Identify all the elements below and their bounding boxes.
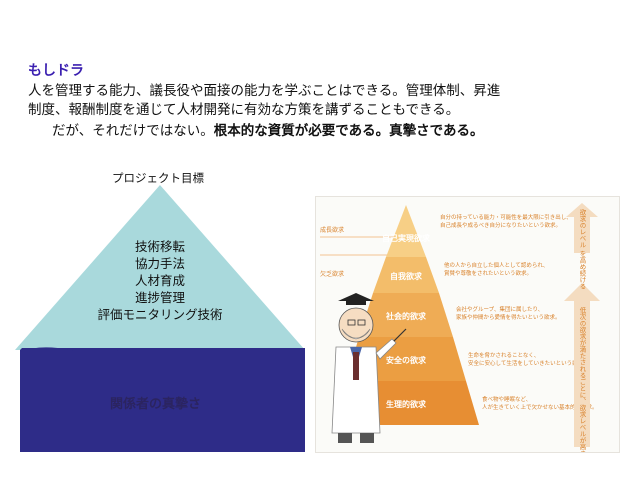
maslow-hierarchy-image: 成長欲求 欠乏欲求 自己実現欲求 自我欲求 社会的欲求 安全の欲求 生理的欲求 … (315, 196, 620, 453)
growth-need-label: 成長欲求 (320, 226, 344, 234)
level-name: 安全の欲求 (386, 355, 427, 365)
project-pyramid-diagram (15, 185, 305, 452)
professor-illustration (331, 293, 407, 443)
paragraph-line-3-normal: だが、それだけではない。 (52, 123, 214, 139)
skill-item: 評価モニタリング技術 (97, 307, 223, 322)
level-name: 社会的欲求 (385, 311, 427, 321)
up-arrow-bottom (564, 283, 600, 447)
paragraph-line-3-bold: 根本的な資質が必要である。真摯さである。 (213, 123, 484, 139)
level-desc: 安全に安心して生活をしていきたいという欲求。 (468, 359, 589, 367)
level-desc: 生命を脅かされることなく、 (468, 351, 539, 359)
skill-item: 技術移転 (134, 239, 185, 254)
paragraph-line-2: 制度、報酬制度を通じて人材開発に有効な方策を講ずることもできる。 (28, 102, 460, 118)
skills-list: 技術移転 協力手法 人材育成 進捗管理 評価モニタリング技術 (80, 238, 240, 323)
level-desc: 会社やグループ、集団に属したり、 (456, 305, 543, 313)
skill-item: 進捗管理 (134, 290, 185, 305)
foundation-label: 関係者の真摯さ (110, 397, 202, 412)
up-arrow-top (566, 203, 598, 253)
level-self-actualization (386, 205, 426, 257)
level-desc: 自分の持っている能力・可能性を最大限に引き出し、 (440, 213, 572, 221)
slide-title: もしドラ (28, 63, 84, 79)
level-name: 生理的欲求 (386, 399, 427, 409)
level-desc: 他の人から自立した個人として認められ、 (444, 261, 548, 269)
skill-item: 協力手法 (134, 256, 185, 271)
project-goal-label: プロジェクト目標 (112, 171, 204, 185)
foundation-wave (20, 347, 120, 355)
level-desc: 家族や仲間から愛情を得たいという欲求。 (456, 313, 561, 321)
arrow-text-bottom: 低次の欲求が満たされるごとに、欲求レベルが高まっていく (578, 306, 586, 452)
deficiency-need-label: 欠乏欲求 (320, 270, 344, 278)
level-desc: 食べ物や睡眠など、 (482, 395, 531, 403)
skill-item: 人材育成 (134, 273, 185, 288)
foundation-block (20, 348, 305, 452)
level-name: 自己実現欲求 (382, 233, 431, 243)
arrow-text-top: 欲求のレベル を高め続ける (578, 208, 586, 290)
pyramid-triangle (15, 185, 305, 350)
level-desc: 賞賛や尊敬をされたいという欲求。 (444, 269, 532, 277)
paragraph-line-3: だが、それだけではない。根本的な資質が必要である。真摯さである。 (52, 122, 483, 141)
level-name: 自我欲求 (390, 271, 423, 281)
level-desc: 自己成長や成るべき自分になりたいという欲求。 (440, 221, 561, 229)
level-desc: 人が生きていく上で欠かせない基本的な欲求。 (482, 403, 598, 411)
paragraph-line-1: 人を管理する能力、議長役や面接の能力を学ぶことはできる。管理体制、昇進 (28, 83, 501, 99)
